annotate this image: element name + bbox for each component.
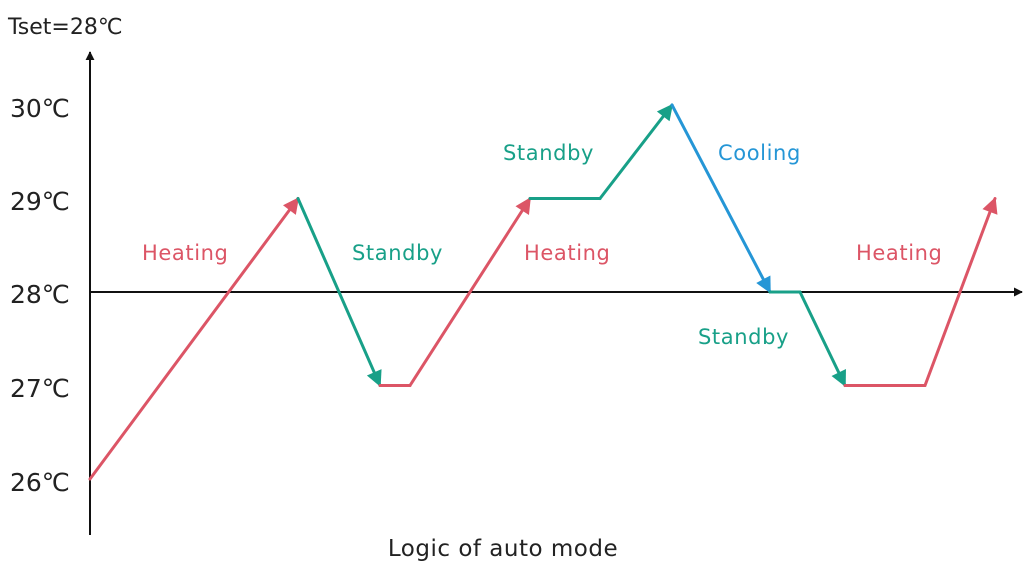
phase-label-cooling-1: Cooling [718,141,801,165]
segment-cooling-fall-1 [670,103,772,294]
phase-label-heating-2: Heating [524,241,611,265]
phase-label-heating-3: Heating [856,241,943,265]
temperature-path [88,103,998,481]
tick-label-26: 26℃ [10,468,70,497]
tick-label-30: 30℃ [10,94,70,123]
tick-label-27: 27℃ [10,374,70,403]
phase-label-heating-1: Heating [142,241,229,265]
phase-label-standby-2: Standby [503,141,594,165]
segment-heating-rise-3 [923,197,998,387]
diagram-caption: Logic of auto mode [388,536,618,562]
segment-heating-rise-1 [88,197,300,481]
y-axis-label: Tset=28℃ [7,15,123,40]
tick-label-29: 29℃ [10,187,70,216]
segment-heating-rise-2 [408,197,532,387]
segment-standby-fall-1 [296,197,382,387]
segment-standby-rise-1 [598,103,674,200]
phase-label-standby-1: Standby [352,241,443,265]
tick-label-28: 28℃ [10,280,70,309]
phase-label-standby-3: Standby [698,325,789,349]
segment-standby-fall-2 [798,290,847,387]
